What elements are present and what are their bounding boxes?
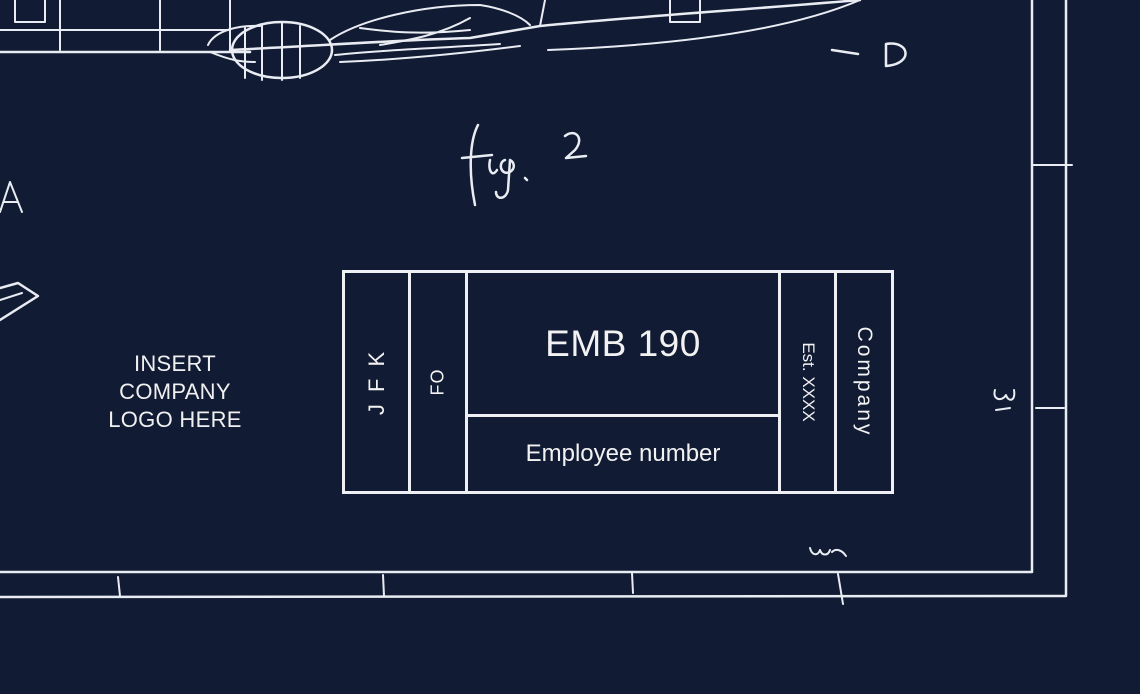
company-logo-placeholder: INSERT COMPANY LOGO HERE <box>108 351 242 432</box>
established-cell: Est. XXXX <box>781 273 834 491</box>
title-block-divider <box>408 273 411 491</box>
position-cell: FO <box>411 273 465 491</box>
handwritten-annotations <box>0 42 1016 557</box>
left-partial-sketch <box>0 281 40 322</box>
title-block-divider <box>465 273 468 491</box>
crew-position: FO <box>427 368 448 396</box>
established-year: Est. XXXX <box>798 342 818 422</box>
title-block-divider <box>468 414 778 417</box>
company-name: Company <box>853 326 876 438</box>
drawing-frame <box>0 0 1073 605</box>
airport-code: J F K <box>363 348 389 416</box>
employee-number: Employee number <box>525 440 721 467</box>
title-block-divider <box>834 273 837 491</box>
aircraft-sketch <box>0 0 862 81</box>
title-block: J F K FO EMB 190 Employee number Est. XX… <box>342 270 894 494</box>
airport-cell: J F K <box>345 273 408 491</box>
company-cell: Company <box>837 273 891 491</box>
aircraft-type: EMB 190 <box>545 322 701 364</box>
title-block-divider <box>778 273 781 491</box>
